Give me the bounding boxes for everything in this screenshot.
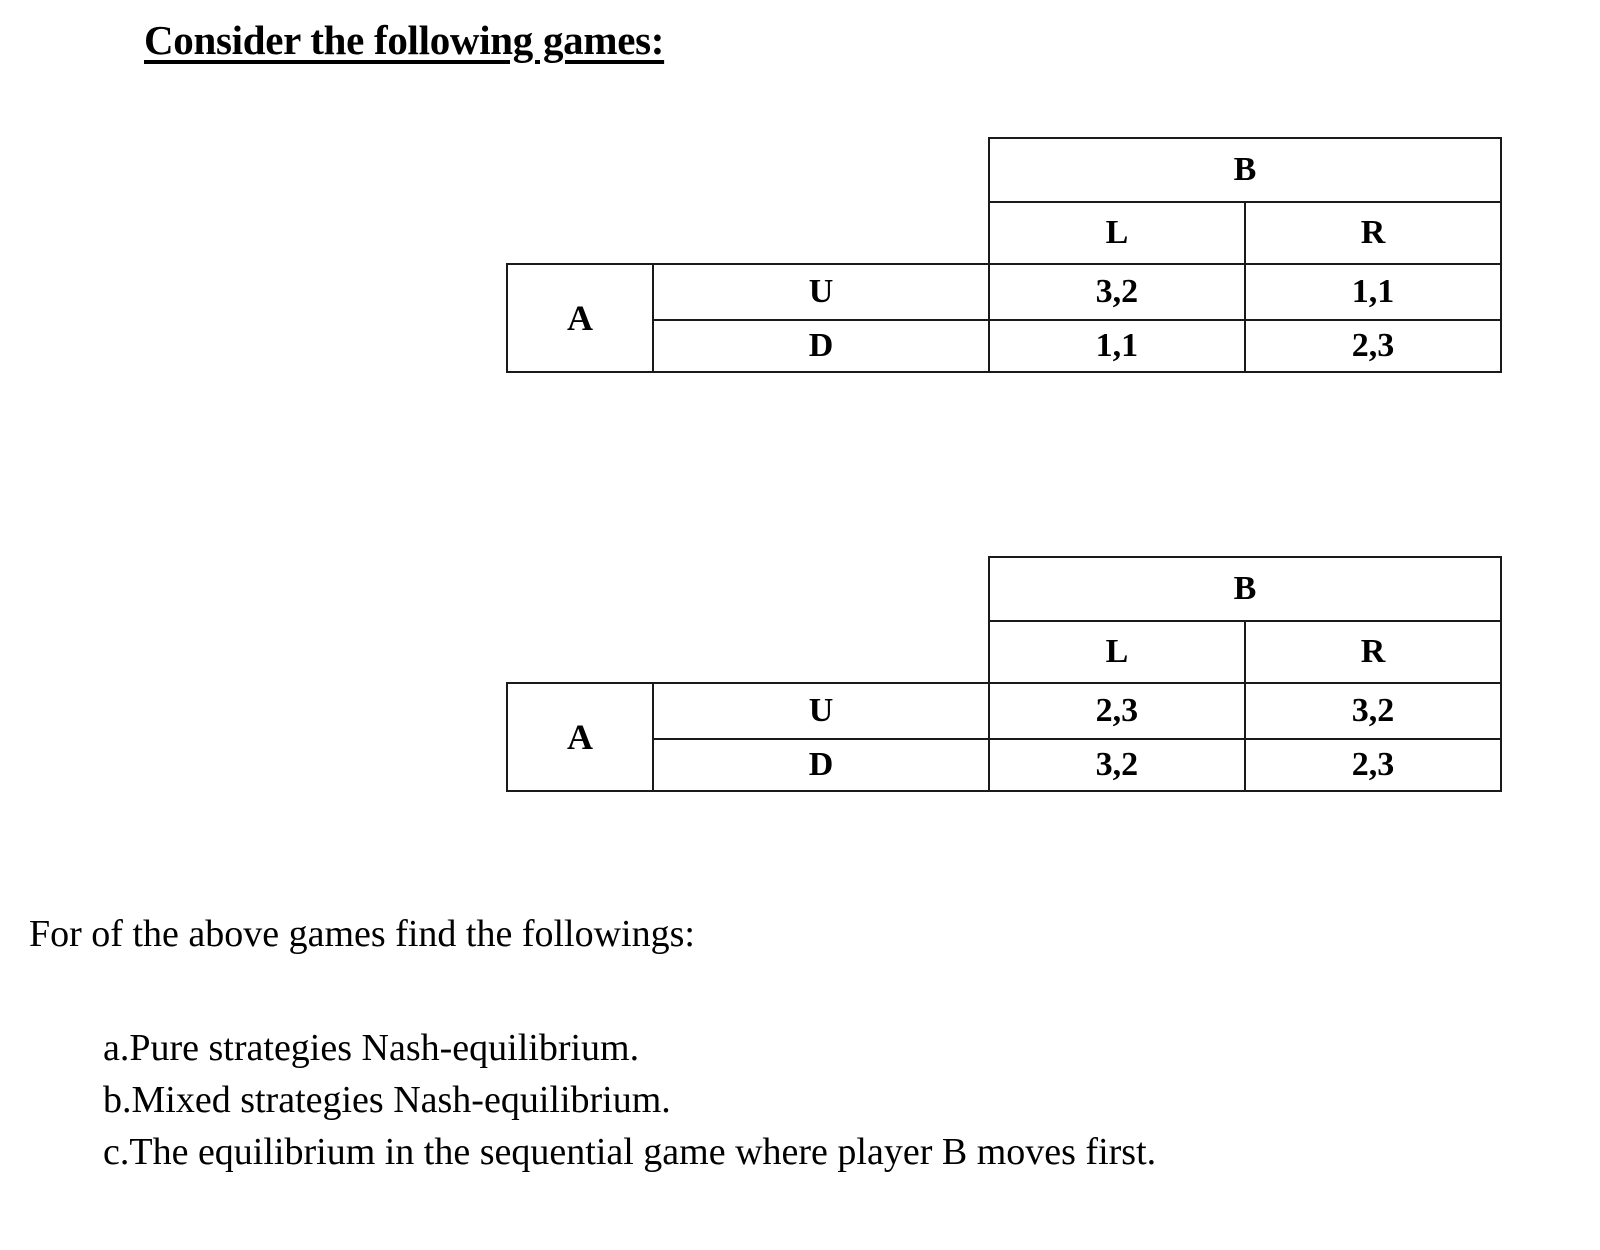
payoff-cell-u-l: 3,2 xyxy=(987,263,1246,321)
column-strategy-header-r: R xyxy=(1243,620,1503,684)
row-strategy-header-d: D xyxy=(652,738,990,792)
page-title: Consider the following games: xyxy=(144,17,665,63)
corner-spacer-cell xyxy=(507,138,653,202)
corner-spacer-cell xyxy=(507,621,653,683)
corner-spacer-cell xyxy=(653,202,989,264)
corner-spacer-cell xyxy=(507,557,653,621)
payoff-cell-u-r: 1,1 xyxy=(1243,263,1503,321)
table-row: B xyxy=(507,137,1503,203)
column-player-header: B xyxy=(987,137,1503,203)
column-strategy-header-l: L xyxy=(987,620,1246,684)
table-row: L R xyxy=(507,201,1503,265)
corner-spacer-cell xyxy=(653,138,989,202)
table-row: D 3,2 2,3 xyxy=(507,738,1503,792)
list-item: b.Mixed strategies Nash-equilibrium. xyxy=(103,1079,671,1121)
instruction-prompt: For of the above games find the followin… xyxy=(29,913,695,955)
corner-spacer-cell xyxy=(653,621,989,683)
payoff-cell-d-r: 2,3 xyxy=(1243,319,1503,373)
payoff-cell-d-l: 3,2 xyxy=(987,738,1246,792)
payoff-cell-d-l: 1,1 xyxy=(987,319,1246,373)
list-item: c.The equilibrium in the sequential game… xyxy=(103,1131,1157,1173)
table-row: A U 2,3 3,2 xyxy=(505,682,1503,792)
payoff-cell-u-l: 2,3 xyxy=(987,682,1246,740)
column-strategy-header-r: R xyxy=(1243,201,1503,265)
column-player-header: B xyxy=(987,556,1503,622)
row-strategy-header-u: U xyxy=(652,263,990,321)
table-row: L R xyxy=(507,620,1503,684)
row-player-header: A xyxy=(505,263,655,373)
table-row: B xyxy=(507,556,1503,622)
list-item: a.Pure strategies Nash-equilibrium. xyxy=(103,1027,640,1069)
row-strategy-header-d: D xyxy=(652,319,990,373)
payoff-cell-d-r: 2,3 xyxy=(1243,738,1503,792)
column-strategy-header-l: L xyxy=(987,201,1246,265)
table-row: A U 3,2 1,1 xyxy=(505,263,1503,373)
table-row: D 1,1 2,3 xyxy=(507,319,1503,373)
task-list: a.Pure strategies Nash-equilibrium. b.Mi… xyxy=(103,1022,1156,1178)
corner-spacer-cell xyxy=(507,202,653,264)
payoff-matrix-game-1: B L R A U 3,2 1,1 D 1,1 2,3 xyxy=(505,137,1503,373)
payoff-cell-u-r: 3,2 xyxy=(1243,682,1503,740)
payoff-matrix-game-2: B L R A U 2,3 3,2 D 3,2 2,3 xyxy=(505,556,1503,792)
row-strategy-header-u: U xyxy=(652,682,990,740)
corner-spacer-cell xyxy=(653,557,989,621)
row-player-header: A xyxy=(505,682,655,792)
